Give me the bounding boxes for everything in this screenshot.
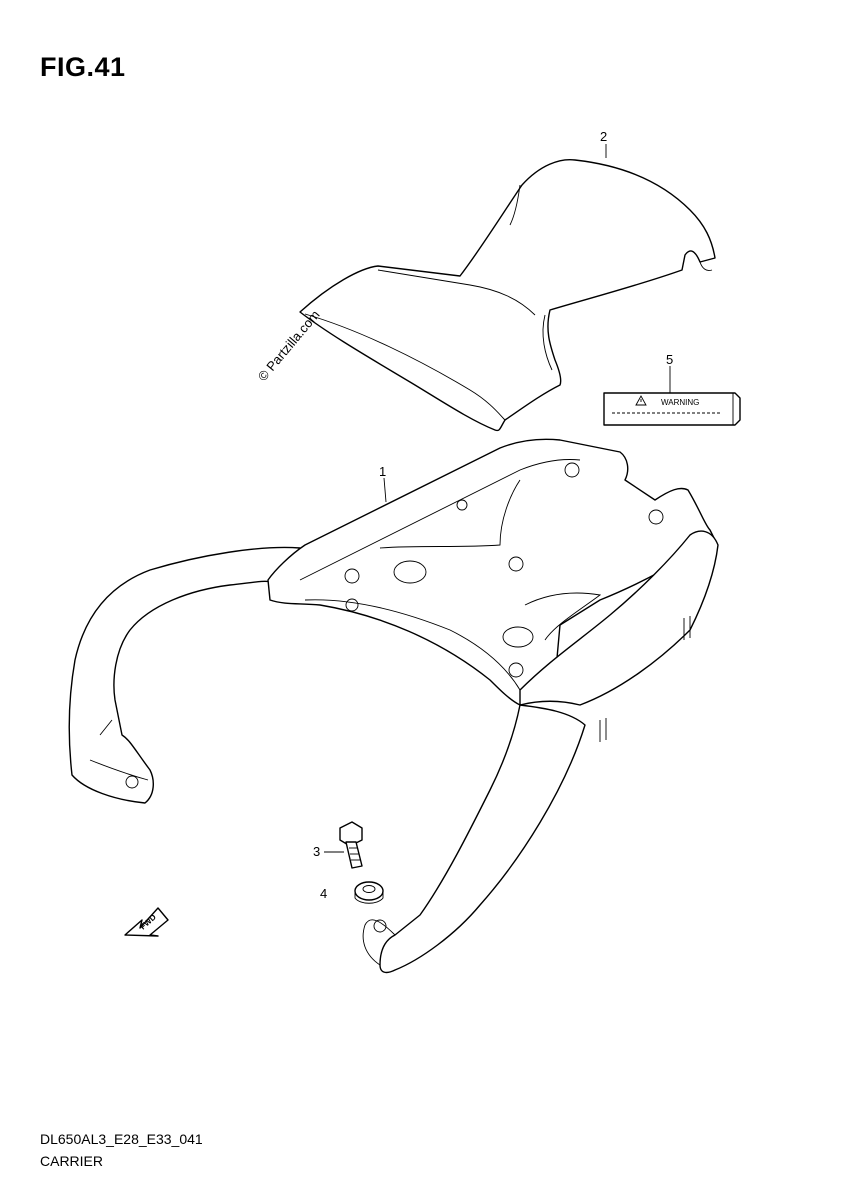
callout-1: 1	[379, 464, 386, 479]
warning-label-text: WARNING	[661, 398, 699, 407]
washer-part	[354, 881, 384, 904]
warning-label-part: WARNING	[603, 392, 741, 426]
callout-4: 4	[320, 886, 327, 901]
warning-triangle-icon	[635, 395, 647, 406]
callout-3: 3	[313, 844, 320, 859]
section-name: CARRIER	[40, 1153, 104, 1169]
leader-line-1	[383, 477, 387, 503]
bolt-part	[339, 821, 363, 869]
watermark-text: © Partzilla.com	[255, 307, 323, 384]
fwd-arrow-icon: FWD	[124, 907, 169, 937]
callout-2: 2	[600, 129, 607, 144]
cover-part	[299, 158, 716, 432]
callout-5: 5	[666, 352, 673, 367]
carrier-part	[68, 438, 719, 974]
model-code: DL650AL3_E28_E33_041	[40, 1131, 203, 1147]
figure-title: FIG.41	[40, 52, 126, 82]
